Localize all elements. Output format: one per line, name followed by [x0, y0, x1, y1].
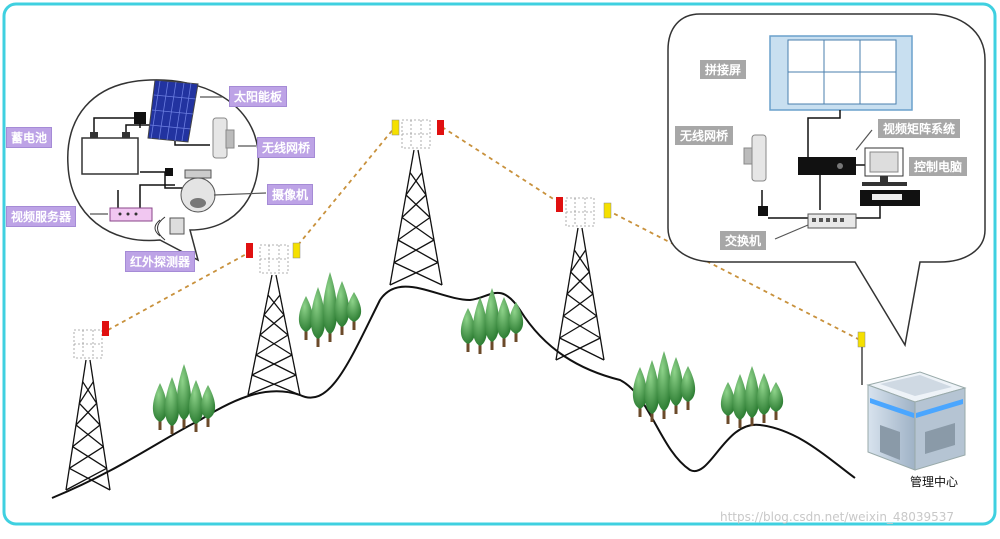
pine-tree [460, 308, 476, 352]
pine-tree [756, 373, 772, 423]
label-wireless-bridge-left: 无线网桥 [257, 137, 316, 158]
pine-tree [176, 364, 192, 428]
pine-tree [720, 382, 736, 424]
pine-tree [744, 366, 760, 426]
label-management-center: 管理中心 [910, 475, 959, 489]
light-yellow [857, 331, 866, 348]
light-red [437, 120, 444, 135]
wireless-links [107, 126, 861, 341]
pointer-arrows [90, 96, 873, 240]
pine-tree [164, 377, 180, 434]
pine-tree [656, 351, 672, 419]
pine-tree [298, 296, 314, 340]
pine-tree [768, 382, 784, 420]
light-yellow [391, 119, 400, 136]
light-red [102, 321, 109, 336]
pine-tree [472, 297, 488, 354]
video-server-icon [109, 207, 153, 222]
pine-tree [188, 380, 204, 432]
pine-tree [322, 272, 338, 342]
pine-tree [496, 297, 512, 347]
management-building [861, 347, 967, 471]
pine-tree [334, 281, 350, 335]
splice-screen-icon [769, 35, 913, 111]
lattice-tower [389, 119, 443, 286]
label-camera: 摄像机 [267, 184, 314, 205]
pine-tree [680, 366, 696, 410]
pine-tree [508, 302, 524, 342]
pine-tree [644, 360, 660, 422]
outer-frame [2, 2, 997, 526]
lattice-tower [65, 329, 111, 491]
label-wireless-bridge-right: 无线网桥 [675, 126, 734, 145]
watermark: https://blog.csdn.net/weixin_48039537 [720, 510, 955, 524]
pine-tree [310, 287, 326, 347]
light-yellow [603, 202, 612, 219]
relay-lights [102, 119, 866, 348]
label-matrix-system: 视频矩阵系统 [878, 119, 961, 138]
pine-tree [668, 357, 684, 414]
camera-icon [180, 169, 216, 213]
towers [65, 119, 605, 491]
wireless-bridge-icon [743, 134, 768, 216]
lattice-tower [555, 197, 605, 361]
wireless-bridge-icon [212, 117, 235, 159]
battery-icon [81, 137, 139, 175]
matrix-device-icon [798, 157, 856, 175]
control-pc-icon [860, 147, 920, 206]
pine-tree [732, 374, 748, 428]
controller-icon [134, 112, 146, 124]
pine-tree [200, 385, 216, 427]
light-red [556, 197, 563, 212]
label-switch: 交换机 [720, 231, 767, 250]
switch-icon [807, 213, 857, 229]
pine-tree [632, 367, 648, 417]
label-splice-screen: 拼接屏 [700, 60, 747, 79]
label-solar-panel: 太阳能板 [229, 86, 288, 107]
pine-tree [152, 383, 168, 430]
label-battery: 蓄电池 [6, 127, 53, 148]
trees [152, 272, 784, 434]
label-video-server: 视频服务器 [6, 206, 77, 227]
light-red [246, 243, 253, 258]
pine-tree [346, 292, 362, 330]
light-yellow [292, 242, 301, 259]
label-control-pc: 控制电脑 [909, 157, 968, 176]
pine-tree [484, 288, 500, 350]
label-infrared-detector: 红外探测器 [125, 251, 196, 272]
infrared-detector-icon [154, 216, 185, 241]
lattice-tower [247, 244, 301, 396]
